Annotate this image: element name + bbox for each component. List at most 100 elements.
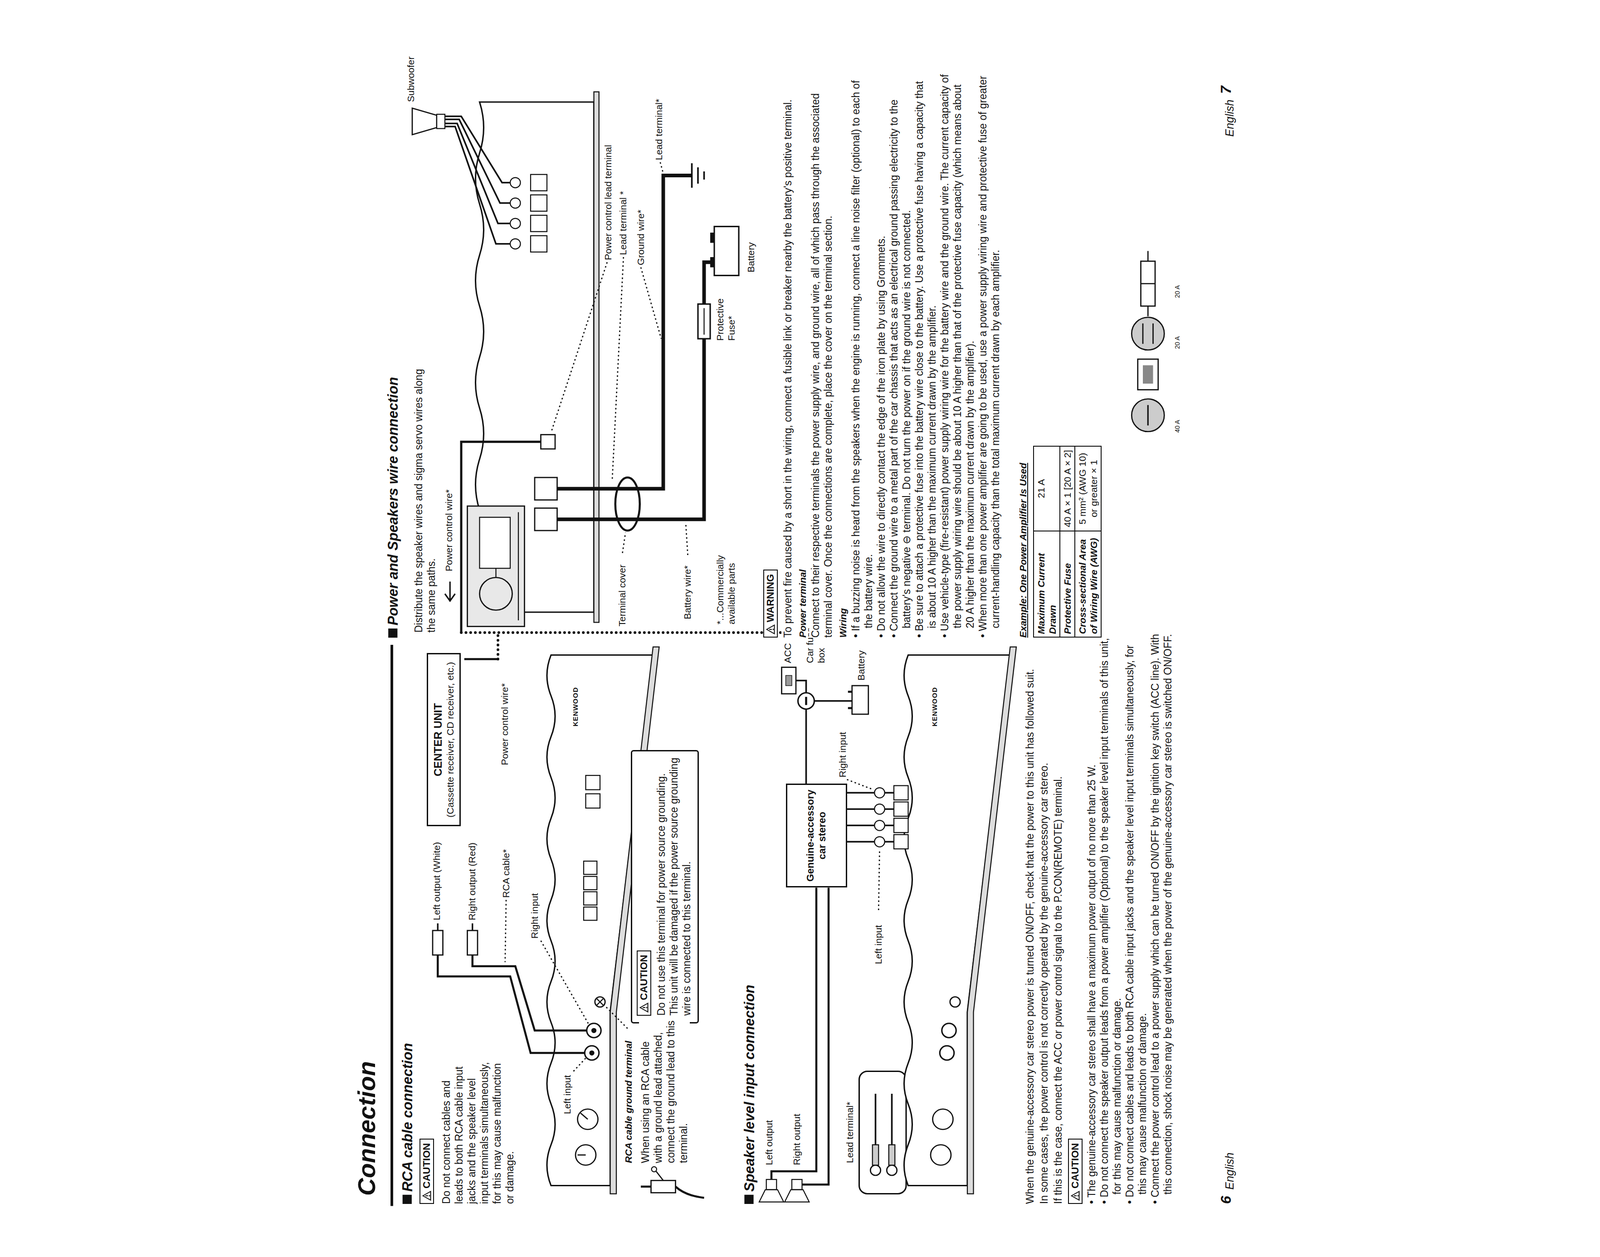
heading-square [402, 1195, 412, 1205]
caution-item: • Do not connect cables and leads to bot… [1123, 633, 1149, 1205]
cable [675, 1186, 705, 1199]
caution-text: Do not connect cables and leads to both … [439, 1061, 517, 1205]
leader-line [505, 900, 628, 1072]
battery [714, 226, 739, 276]
fuse-icon [1131, 317, 1165, 351]
control-knob [932, 1109, 954, 1130]
power-terminal [585, 794, 601, 809]
direction-arrow [444, 581, 456, 602]
leader-line [551, 162, 688, 556]
table-title: Example: One Power Amplifier Is Used [1017, 81, 1029, 638]
subheading: RCA cable ground terminal [622, 1040, 635, 1164]
warning-triangle [422, 1190, 432, 1201]
signal-label: ACC [781, 643, 794, 664]
power-control-terminal [541, 434, 556, 450]
caution-header: CAUTION [419, 1138, 435, 1205]
speaker-terminal [530, 195, 547, 212]
battery-symbol [852, 685, 869, 715]
wiring-item: • When more than one power amplifier are… [976, 72, 1002, 638]
rca-jack-pin [591, 1028, 597, 1034]
fuse-rating: 40 A [1173, 419, 1182, 433]
part-label: Protective Fuse* [714, 289, 737, 342]
caution-header: CAUTION [636, 950, 652, 1016]
rca-jack [939, 1045, 955, 1061]
fuse-rating: 20 A [1173, 285, 1182, 298]
ignition-switch [798, 692, 815, 710]
triangle-outline [1071, 1191, 1079, 1201]
page-number: 7 [1217, 85, 1235, 94]
table-cell: 5 mm² (AWG 10) or greater × 1 [1074, 445, 1102, 532]
ground-wire [557, 175, 693, 489]
input-terminal [893, 785, 909, 801]
subwoofer-magnet [436, 114, 445, 129]
battery-wire [557, 338, 705, 520]
part-label: Power control lead terminal [602, 144, 614, 260]
note-text: When the genuine-accessory car stereo po… [1023, 643, 1037, 1205]
speaker-wire [444, 116, 511, 244]
knob-mark [580, 1113, 588, 1120]
warning-text: To prevent fire caused by a short in the… [781, 81, 795, 638]
input-label: Right input [528, 893, 541, 939]
rca-jack-pin [589, 1050, 595, 1056]
footnote: *...Commercially available parts [714, 522, 737, 625]
power-terminal [534, 477, 558, 501]
polarity-mark [510, 239, 521, 250]
exclamation-dot [645, 1006, 648, 1009]
part-label: Lead terminal* [843, 1102, 856, 1164]
polarity-mark [510, 218, 521, 230]
speaker-wire [771, 887, 817, 1181]
section-heading: Power and Speakers wire connection [384, 376, 402, 626]
node-text: CAUTION [1069, 1143, 1081, 1189]
ground-terminal [595, 996, 606, 1008]
wiring-item: • Connect the ground wire to a metal par… [887, 72, 913, 638]
page-language: English [1222, 1152, 1237, 1191]
note-text: Connect to their respective terminals th… [809, 81, 835, 638]
battery-sketch [479, 517, 511, 569]
output-label: Left output (White) [430, 842, 443, 921]
output-label: Right output (Red) [466, 842, 478, 921]
triangle-outline [639, 1003, 648, 1012]
input-terminal [893, 834, 909, 850]
lead-terminal-callout [859, 1071, 907, 1195]
terminal-cover [615, 477, 640, 531]
speaker-terminal [583, 876, 597, 890]
warning-header: WARNING [763, 569, 778, 638]
table-cell: Maximum Current Drawn [1033, 530, 1061, 638]
polarity-mark [510, 198, 521, 209]
lead-wire [874, 1093, 877, 1146]
key-slot [804, 697, 808, 706]
exclamation-bar [642, 1007, 646, 1009]
subheading: Wiring [837, 81, 849, 638]
page-number: 6 [1217, 1195, 1235, 1205]
fuse-icon-line [1147, 404, 1149, 426]
speaker-terminal [583, 907, 597, 921]
amplifier-body [904, 655, 1011, 1186]
heading-square [388, 628, 398, 638]
warning-triangle [1070, 1190, 1080, 1201]
power-control-wire [461, 441, 542, 633]
rca-plug [432, 930, 444, 956]
polarity-mark [510, 177, 521, 189]
caution-header: CAUTION [1068, 1138, 1083, 1205]
triangle-outline [422, 1191, 431, 1201]
exclamation-bar [425, 1195, 429, 1197]
heading-square [744, 1195, 754, 1205]
exclamation-dot [428, 1195, 430, 1197]
table-cell: 40 A × 1 [20 A × 2] [1059, 445, 1076, 532]
caution-item: • Connect the power control lead to a po… [1148, 633, 1175, 1205]
fuse-icon-element [1142, 365, 1154, 385]
ground-symbol [692, 163, 705, 188]
speaker-terminal [583, 892, 597, 906]
part-label: Lead terminal * [617, 190, 629, 255]
exclamation-bar [769, 629, 772, 630]
installation-inset [467, 506, 525, 627]
fuse-element [703, 308, 705, 336]
input-terminal [893, 802, 909, 817]
exclamation-bar [1073, 1195, 1077, 1197]
lead-wire [891, 1093, 893, 1146]
amplifier-base [594, 92, 600, 623]
part-label: Terminal cover [616, 564, 628, 627]
speaker-terminal [530, 235, 547, 253]
part-label: Subwoofer [404, 56, 417, 103]
